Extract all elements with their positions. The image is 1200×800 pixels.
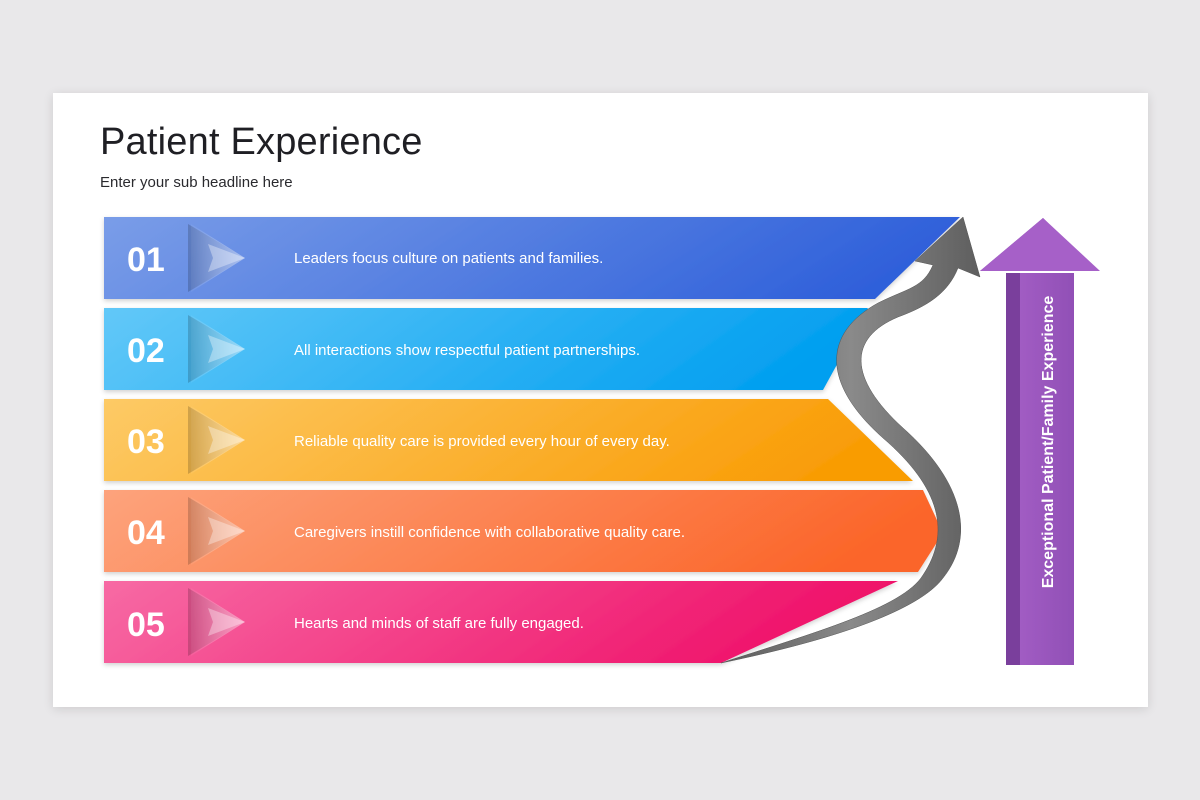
step-number: 03 <box>127 423 165 461</box>
step-number: 02 <box>127 332 165 370</box>
side-arrow-label: Exceptional Patient/Family Experience <box>1040 296 1057 589</box>
up-arrow: Exceptional Patient/Family Experience <box>980 218 1100 665</box>
step-text: All interactions show respectful patient… <box>294 342 640 359</box>
step-number: 05 <box>127 606 165 644</box>
step-text: Reliable quality care is provided every … <box>294 433 670 450</box>
step-band-03: 03 Reliable quality care is provided eve… <box>104 399 913 481</box>
step-text: Leaders focus culture on patients and fa… <box>294 250 603 267</box>
page-subtitle: Enter your sub headline here <box>100 174 293 191</box>
step-text: Hearts and minds of staff are fully enga… <box>294 615 584 632</box>
step-band-01: 01 Leaders focus culture on patients and… <box>104 217 960 299</box>
diagram: 01 Leaders focus culture on patients and… <box>104 216 1100 665</box>
step-text: Caregivers instill confidence with colla… <box>294 524 685 541</box>
step-number: 04 <box>127 514 165 552</box>
slide: Patient Experience Enter your sub headli… <box>53 93 1148 707</box>
step-band-02: 02 All interactions show respectful pati… <box>104 308 868 390</box>
page-title: Patient Experience <box>100 121 423 163</box>
path-arrow <box>720 216 981 664</box>
step-band-05: 05 Hearts and minds of staff are fully e… <box>104 581 898 663</box>
step-number: 01 <box>127 241 165 279</box>
step-band-04: 04 Caregivers instill confidence with co… <box>104 490 943 572</box>
